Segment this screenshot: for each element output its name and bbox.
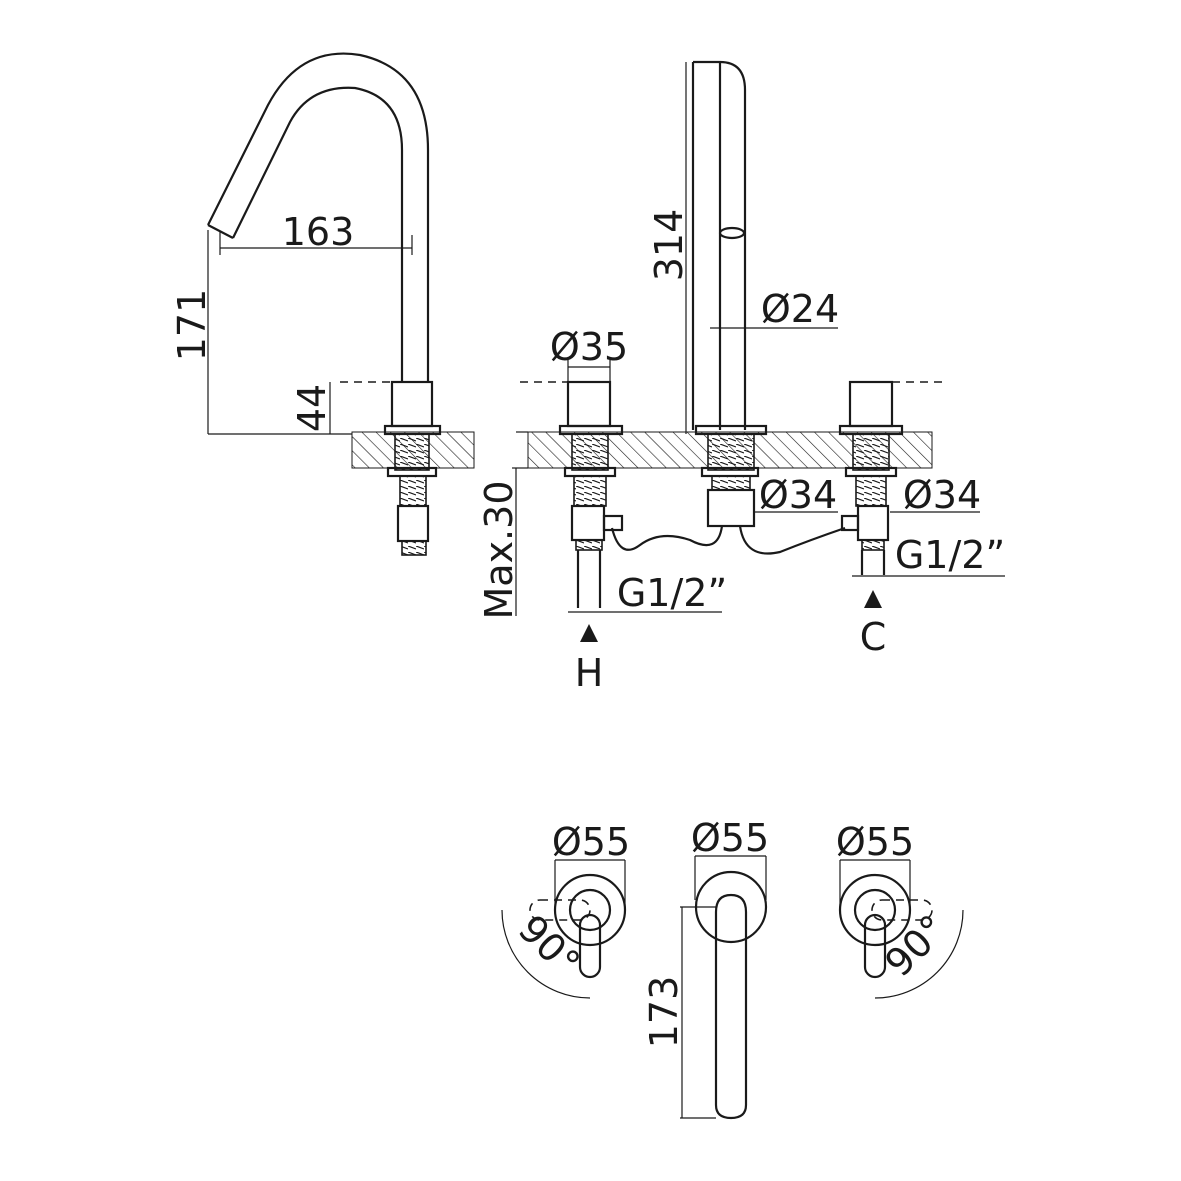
spout-projection: 173 (642, 976, 686, 1049)
right-rosette-diameter: Ø55 (836, 820, 914, 864)
dim-spout-diameter: Ø24 (761, 287, 839, 331)
hot-arrow-icon (580, 624, 598, 642)
front-view: 314 Ø24 Ø35 Ø34 Ø34 Max.30 G1/2” G1/2” H… (477, 60, 1005, 695)
dim-spout-height: 171 (170, 289, 214, 362)
left-rotation: 90° (510, 906, 589, 985)
dim-max-deck: Max.30 (477, 481, 521, 620)
spout-rosette-diameter: Ø55 (691, 816, 769, 860)
left-rosette-diameter: Ø55 (552, 820, 630, 864)
cold-arrow-icon (864, 590, 882, 608)
dim-valve-diameter: Ø34 (903, 473, 981, 517)
cold-label: C (860, 615, 887, 659)
dim-spout-height: 314 (647, 209, 691, 282)
dim-spout-reach: 163 (282, 210, 355, 254)
side-body (390, 380, 434, 428)
dim-handle-diameter: Ø35 (550, 325, 628, 369)
dim-body-height: 44 (290, 384, 334, 432)
cold-connection-label: G1/2” (895, 533, 1005, 577)
hot-label: H (575, 651, 604, 695)
spout-outer (207, 52, 430, 382)
right-rotation: 90° (876, 906, 955, 985)
top-view: Ø55 90° Ø55 173 Ø55 90° (501, 816, 964, 1120)
side-view: 163 171 44 (170, 52, 475, 556)
dim-spout-base-diameter: Ø34 (759, 473, 837, 517)
hot-connection-label: G1/2” (617, 571, 727, 615)
spout-tube (691, 60, 747, 430)
spout-inner (232, 86, 404, 382)
